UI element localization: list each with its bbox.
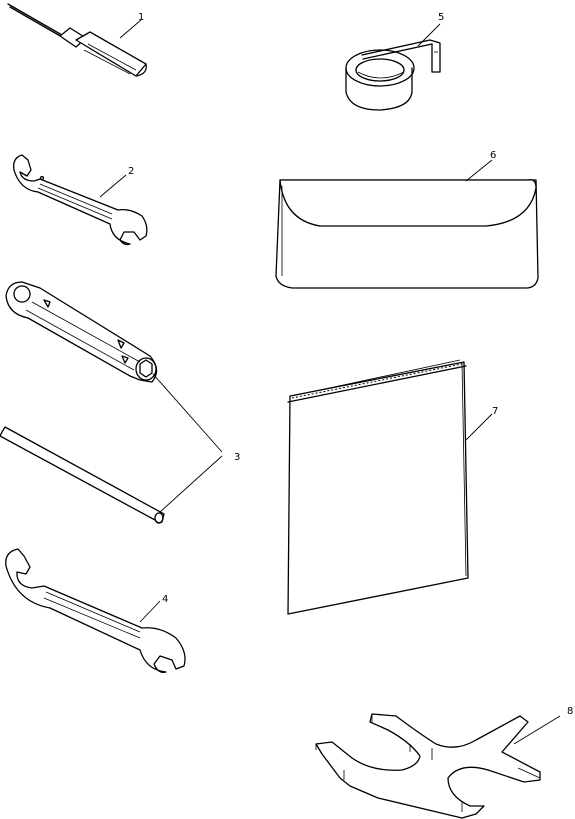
- callout-4: 4: [162, 594, 168, 605]
- tape-roll: [345, 39, 441, 111]
- callout-1: 1: [138, 12, 144, 23]
- callout-2: 2: [128, 166, 134, 177]
- box-wrench: [5, 281, 158, 383]
- tommy-bar: [0, 426, 165, 524]
- callout-8: 8: [567, 706, 573, 717]
- large-wrench: [5, 548, 186, 673]
- callout-3: 3: [234, 452, 240, 463]
- screwdriver: [7, 3, 147, 77]
- callout-6: 6: [490, 150, 496, 161]
- callout-7: 7: [492, 406, 498, 417]
- callout-5: 5: [438, 12, 444, 23]
- small-wrench: [13, 154, 148, 246]
- owners-manual: [287, 359, 469, 615]
- spanner: [315, 713, 541, 819]
- tool-pouch: [275, 179, 539, 289]
